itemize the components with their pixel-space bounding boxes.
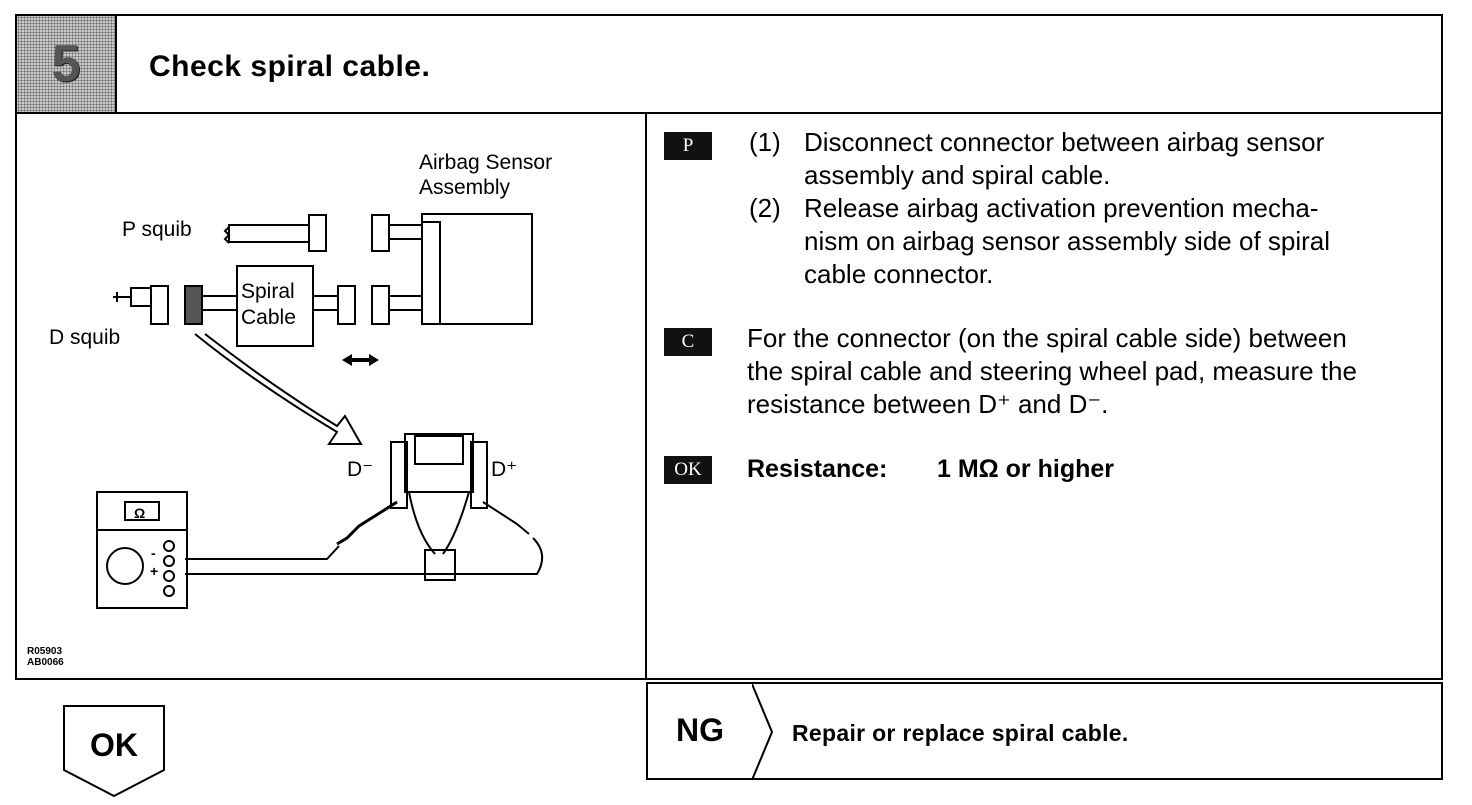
airbag-sensor-body [421,213,533,325]
illustration-panel: Airbag Sensor Assembly P squib D squib S… [17,114,647,680]
d-squib-connector [150,285,169,325]
p-squib-label: P squib [122,218,192,241]
figure-code-2: AB0066 [27,657,64,668]
d-squib-label: D squib [49,326,120,349]
closeup-connector [404,433,474,493]
step1-number: (1) [749,127,781,157]
meter-ohm-symbol: Ω [134,505,145,521]
step-title: Check spiral cable. [149,50,431,83]
p-icon: P [664,132,712,160]
step2-line1: Release airbag activation prevention mec… [804,193,1319,223]
ng-result-label: NG [676,712,724,748]
step1-line2: assembly and spiral cable. [804,160,1111,190]
wiring-diagram: Airbag Sensor Assembly P squib D squib S… [17,114,645,680]
c-line2: the spiral cable and steering wheel pad,… [747,356,1357,386]
step2-line3: cable connector. [804,259,994,289]
ng-chevron-icon [752,684,774,780]
ok-spec-label: Resistance: [747,455,888,483]
step-header: 5 Check spiral cable. [17,16,1441,114]
procedure-frame: 5 Check spiral cable. [15,14,1443,680]
step2-number: (2) [749,193,781,223]
figure-code-1: R05903 [27,646,63,657]
spiral-cable-connector-hatched [184,285,203,325]
ok-icon: OK [664,456,712,484]
meter-minus-label: - [151,545,156,561]
airbag-sensor-label-1: Airbag Sensor [419,151,552,174]
disconnect-arrow-icon [342,354,379,366]
step2-line2: nism on airbag sensor assembly side of s… [804,226,1331,256]
step-number-box: 5 [17,16,117,112]
ok-spec-value: 1 MΩ or higher [937,455,1115,483]
p-squib-connector [308,214,327,252]
airbag-sensor-label-2: Assembly [419,176,511,199]
ok-result-label: OK [90,727,138,763]
ok-result-tag: OK [62,704,168,805]
ng-action-text: Repair or replace spiral cable. [792,720,1129,746]
spiral-label-2: Cable [241,306,296,329]
sensor-connector-strip [421,221,441,325]
sensor-upper-connector [371,214,390,252]
c-line3: resistance between D⁺ and D⁻. [747,389,1109,419]
step1-line1: Disconnect connector between airbag sens… [804,127,1325,157]
diagram-svg: Airbag Sensor Assembly P squib D squib S… [49,151,552,609]
d-minus-label: D⁻ [347,458,373,481]
p-squib-body [228,224,310,243]
d-plus-label: D⁺ [491,458,517,481]
spiral-label-1: Spiral [241,280,295,303]
meter-plus-label: + [150,563,158,579]
instructions-panel: P (1) Disconnect connector between airba… [647,114,1443,680]
c-icon: C [664,328,712,356]
ng-result-box: NG Repair or replace spiral cable. [646,682,1443,780]
c-line1: For the connector (on the spiral cable s… [747,323,1347,353]
step-number: 5 [51,35,81,93]
